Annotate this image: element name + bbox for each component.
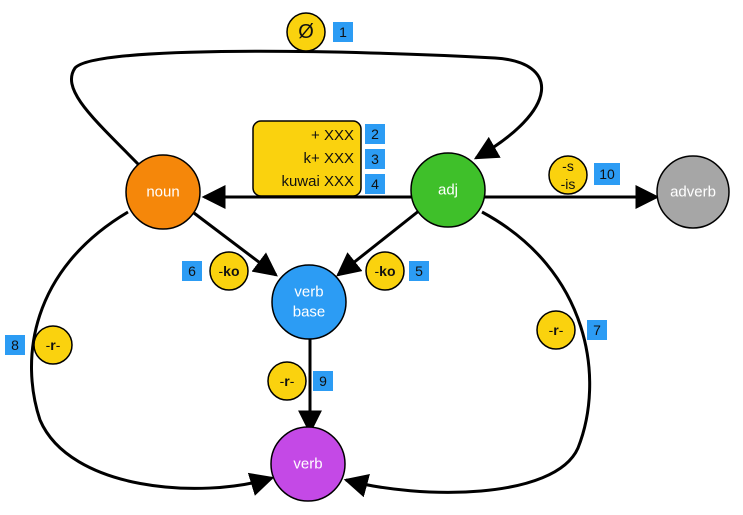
badge-r-noun-r: r <box>50 337 56 353</box>
badge-r-noun-post: - <box>56 337 61 353</box>
suffix-box-line-1: + XXX <box>311 127 354 144</box>
node-noun: noun <box>125 154 201 230</box>
badge-r-vb-r: r <box>284 373 290 389</box>
badge-adverb-suffix: -s -is <box>548 155 588 195</box>
badge-r-adj-r: r <box>553 322 559 338</box>
number-tag-6-label: 6 <box>188 263 196 279</box>
number-tag-6: 6 <box>182 261 202 281</box>
number-tag-10: 10 <box>594 163 620 185</box>
svg-text:-r-: -r- <box>46 337 61 353</box>
node-adverb: adverb <box>656 155 730 229</box>
suffix-box-line-3: kuwai XXX <box>281 173 354 190</box>
number-tag-7-label: 7 <box>593 322 601 338</box>
badge-adverb-suffix-is: -is <box>561 176 576 192</box>
node-verb: verb <box>270 426 346 502</box>
number-tag-7: 7 <box>587 320 607 340</box>
badge-r-adj-post: - <box>559 322 564 338</box>
badge-r-adj-pre: - <box>549 322 554 338</box>
number-tag-1-label: 1 <box>339 24 347 40</box>
badge-null-label: Ø <box>298 21 314 43</box>
edge-noun-to-verb <box>30 210 275 496</box>
number-tag-5-label: 5 <box>415 263 423 279</box>
node-adj-label: adj <box>438 182 458 199</box>
number-tag-4-label: 4 <box>371 176 379 192</box>
number-tag-2-label: 2 <box>371 126 379 142</box>
number-tag-9: 9 <box>313 371 333 391</box>
badge-null: Ø <box>286 12 326 52</box>
badge-ko-noun-ko: ko <box>223 263 239 279</box>
badge-ko-adj: -ko <box>365 251 405 291</box>
number-tag-3: 3 <box>365 149 385 169</box>
edge-adj-to-verb-base <box>336 208 421 277</box>
node-adverb-label: adverb <box>670 184 716 201</box>
node-noun-label: noun <box>146 184 179 201</box>
svg-text:-ko: -ko <box>374 263 395 279</box>
badge-ko-noun: -ko <box>209 251 249 291</box>
number-tag-8: 8 <box>5 335 25 355</box>
number-tag-3-label: 3 <box>371 151 379 167</box>
svg-text:-r-: -r- <box>549 322 564 338</box>
badge-ko-adj-ko: ko <box>379 263 395 279</box>
badge-r-noun: -r- <box>33 325 73 365</box>
number-tag-8-label: 8 <box>11 337 19 353</box>
node-verb-base: verb base <box>271 264 347 340</box>
badge-adverb-suffix-s: -s <box>562 158 574 174</box>
suffix-box-adj-to-noun: + XXX k+ XXX kuwai XXX <box>252 120 362 197</box>
node-verb-label: verb <box>293 456 322 473</box>
badge-r-vb-pre: - <box>280 373 285 389</box>
badge-r-verb-base: -r- <box>267 361 307 401</box>
badge-ko-noun-dash: - <box>218 263 223 279</box>
number-tag-1: 1 <box>333 22 353 42</box>
badge-r-adj: -r- <box>536 310 576 350</box>
number-tag-10-label: 10 <box>599 166 615 182</box>
edge-noun-to-adj-loop <box>69 49 544 168</box>
svg-text:-ko: -ko <box>218 263 239 279</box>
badge-ko-adj-dash: - <box>374 263 379 279</box>
number-tag-5: 5 <box>409 261 429 281</box>
number-tag-2: 2 <box>365 124 385 144</box>
number-tag-9-label: 9 <box>319 373 327 389</box>
node-verb-base-label-2: base <box>293 304 326 321</box>
number-tag-4: 4 <box>365 174 385 194</box>
suffix-box-line-2: k+ XXX <box>304 150 354 167</box>
edge-adj-to-verb <box>343 210 592 498</box>
node-verb-base-label-1: verb <box>294 284 323 301</box>
svg-text:-r-: -r- <box>280 373 295 389</box>
node-adj: adj <box>410 152 486 228</box>
badge-r-vb-post: - <box>290 373 295 389</box>
edge-noun-to-verb-base <box>189 208 278 277</box>
badge-r-noun-pre: - <box>46 337 51 353</box>
